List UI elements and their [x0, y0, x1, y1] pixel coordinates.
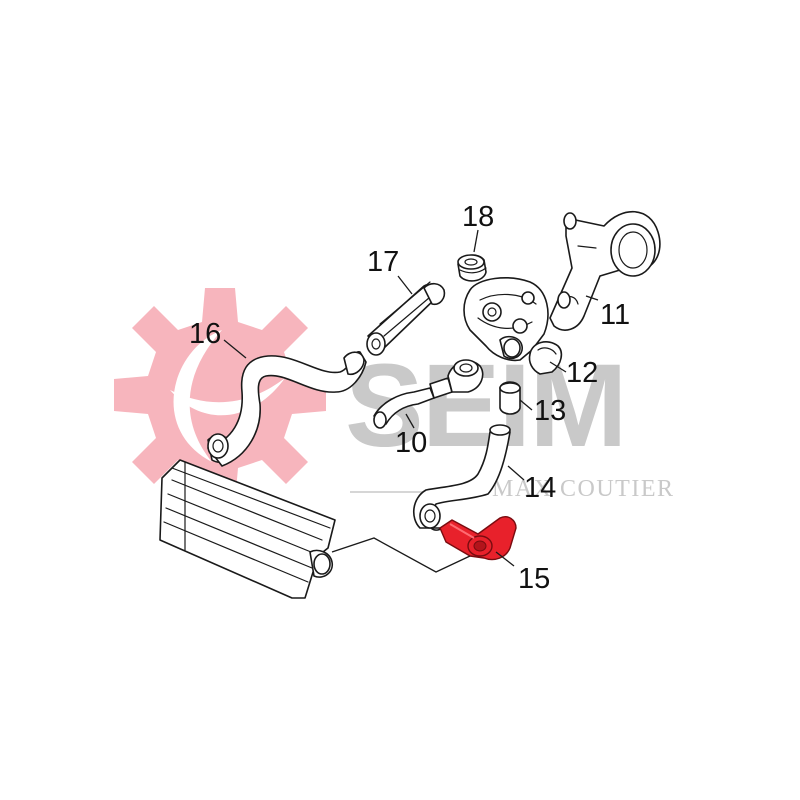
- turbo-housing: [463, 277, 549, 362]
- elbow-12: [528, 341, 563, 375]
- callout-15: 15: [518, 563, 550, 595]
- callout-11: 11: [600, 299, 630, 331]
- callout-12: 12: [566, 357, 598, 389]
- callout-16: 16: [189, 318, 221, 350]
- gear-logo-icon: [114, 288, 326, 502]
- sleeve-18: [457, 254, 487, 282]
- highlighted-part-15[interactable]: [439, 516, 517, 561]
- callout-13: 13: [534, 395, 566, 427]
- callout-18: 18: [462, 201, 494, 233]
- callout-labels: 16 17 18 11 12 13 10 14 15: [189, 201, 630, 595]
- pipe-17: [366, 281, 446, 356]
- callout-10: 10: [395, 427, 427, 459]
- hose-14: [413, 424, 511, 531]
- hose-16: [207, 351, 367, 467]
- callout-17: 17: [367, 246, 399, 278]
- callout-14: 14: [524, 472, 556, 504]
- sleeve-13: [499, 381, 521, 415]
- duct-11: [549, 210, 661, 331]
- leader-lines: [223, 229, 599, 573]
- hose-10: [373, 359, 484, 429]
- watermark-tagline: MAX COUTIER: [492, 476, 675, 502]
